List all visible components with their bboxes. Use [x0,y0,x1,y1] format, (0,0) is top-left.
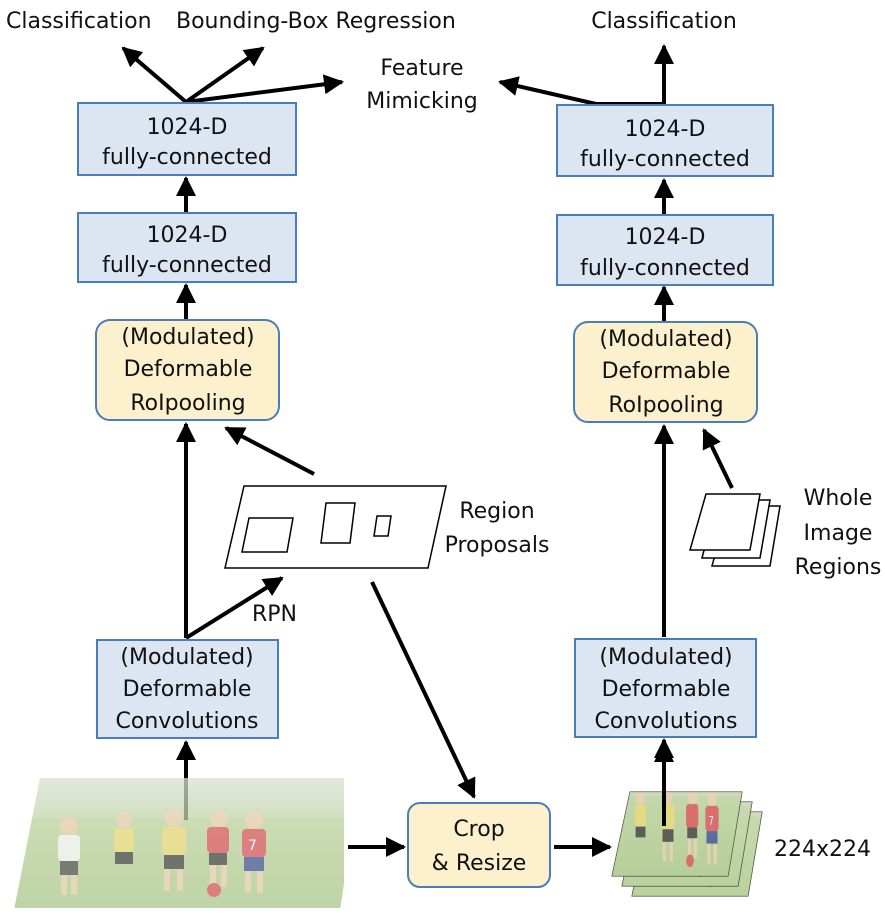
whole-image-regions-figure [689,493,781,567]
left-conv-line1: (Modulated) [120,645,253,670]
right-fc-mid-line2: fully-connected [580,256,750,281]
arrow-proposals-to-roipool [224,426,315,476]
crop-resize-box: Crop & Resize [407,802,551,888]
region-proposals-line1: Region [459,499,534,524]
left-fc-top-box: 1024-D fully-connected [77,102,297,176]
left-conv-line3: Convolutions [116,709,259,734]
region-proposals-line2: Proposals [445,533,550,558]
left-roipool-line3: RoIpooling [130,391,245,416]
proposal-box-small [373,515,392,537]
right-fc-top-box: 1024-D fully-connected [556,104,774,177]
cropped-image-stack [611,742,763,897]
whole-image-line1: Whole [804,486,873,511]
right-roipool-line3: RoIpooling [608,393,723,418]
region-proposals-figure [224,485,447,569]
proposal-box-large [241,517,294,553]
whole-image-line2: Image [804,521,873,546]
arrow-proposals-to-crop [370,581,476,799]
left-fc-mid-line1: 1024-D [147,223,228,248]
crop-line1: Crop [453,817,504,842]
rpn-label: RPN [252,602,297,627]
right-roipool-line1: (Modulated) [599,327,732,352]
arrow-right-to-mimicking [498,76,664,106]
left-fc-top-line2: fully-connected [102,145,272,170]
right-conv-line3: Convolutions [595,709,738,734]
bbox-regression-label: Bounding-Box Regression [176,9,456,34]
right-conv-box: (Modulated) Deformable Convolutions [574,638,757,738]
right-roipool-box: (Modulated) Deformable RoIpooling [573,321,758,423]
whole-image-line3: Regions [795,555,882,580]
right-fc-mid-box: 1024-D fully-connected [556,214,774,286]
left-roipool-box: (Modulated) Deformable RoIpooling [95,319,280,421]
input-photo [14,778,344,908]
arrow-left-to-bbox [184,46,265,104]
right-fc-mid-line1: 1024-D [625,225,706,250]
crop-line2: & Resize [432,851,527,876]
left-fc-mid-box: 1024-D fully-connected [77,212,297,283]
right-conv-line1: (Modulated) [599,645,732,670]
right-conv-line2: Deformable [602,677,731,702]
right-classification-label: Classification [591,9,737,34]
right-roipool-line2: Deformable [602,359,731,384]
left-arrows [121,46,612,857]
left-conv-line2: Deformable [123,677,252,702]
left-fc-mid-line2: fully-connected [102,253,272,278]
right-fc-top-line1: 1024-D [625,117,706,142]
left-classification-label: Classification [6,9,152,34]
arrow-left-to-classification [121,46,188,104]
right-fc-top-line2: fully-connected [580,147,750,172]
feature-mimicking-line2: Mimicking [366,89,478,114]
arrow-left-to-mimicking [185,74,344,104]
size-label: 224x224 [774,837,871,862]
arrow-rpn [184,576,284,640]
feature-mimicking-line1: Feature [380,56,463,81]
proposal-box-medium [320,502,356,544]
arrow-whole-regions-to-roipool [702,428,734,489]
left-conv-box: (Modulated) Deformable Convolutions [96,639,279,739]
left-roipool-line2: Deformable [124,357,253,382]
left-fc-top-line1: 1024-D [147,115,228,140]
left-roipool-line1: (Modulated) [121,325,254,350]
